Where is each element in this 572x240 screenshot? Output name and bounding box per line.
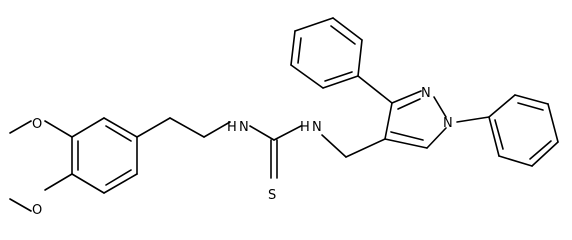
amine-h-right-label: H [300,120,310,135]
pyrazole-n2-label: N [421,86,431,101]
sulfur-label: S [268,188,276,203]
structure-drawing: O O H N H N S N N [9,17,559,218]
phenyl-right-ring [456,94,559,167]
amine-n-right-label: N [312,120,322,135]
ethyl-linker [136,117,231,138]
methoxy-upper: O [9,117,73,138]
amine-h-left-label: H [227,120,237,135]
pyrazole-ring: N N [384,86,453,149]
methoxy-lower: O [9,173,73,218]
phenyl-top-ring [290,17,393,104]
dimethoxyphenyl-ring [71,117,138,194]
amine-n-left-label: N [239,120,249,135]
oxygen-lower-label: O [32,203,42,218]
thiourea-group: H N H N S [227,120,386,203]
oxygen-upper-label: O [32,117,42,132]
molecule-canvas: O O H N H N S N N [9,17,559,218]
pyrazole-n1-label: N [443,116,453,131]
